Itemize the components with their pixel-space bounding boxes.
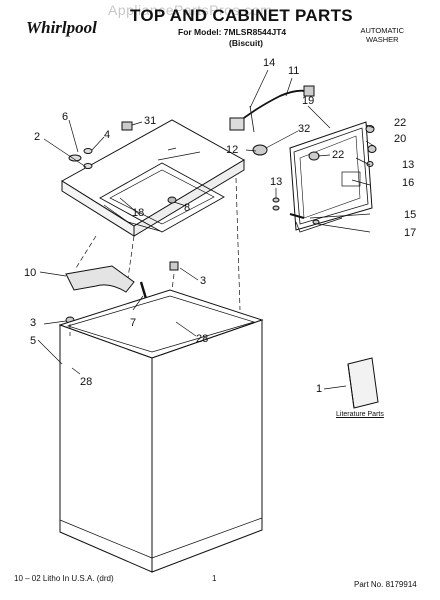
callout-32: 32: [298, 123, 311, 135]
callout-22-upper: 22: [394, 117, 407, 129]
callout-6: 6: [62, 111, 69, 123]
part-number: Part No. 8179914: [354, 580, 417, 589]
callout-20: 20: [394, 133, 407, 145]
callout-28-right: 28: [196, 333, 209, 345]
leader-lines: [37, 69, 375, 390]
variant-label: (Biscuit): [229, 38, 263, 48]
callout-5: 5: [30, 335, 37, 347]
callout-12: 12: [226, 144, 239, 156]
assembly-guides: [69, 177, 241, 336]
top-panel: [61, 119, 245, 237]
callout-14: 14: [263, 57, 276, 69]
cabinet: [58, 289, 264, 573]
callout-17: 17: [404, 227, 417, 239]
callout-3-upper: 3: [200, 275, 207, 287]
front-panel-bracket: [65, 265, 135, 293]
lid-assembly: [289, 121, 373, 233]
callout-10: 10: [24, 267, 37, 279]
callout-1: 1: [316, 383, 323, 395]
callout-2: 2: [34, 131, 41, 143]
callout-28-left: 28: [80, 376, 93, 388]
callout-16: 16: [402, 177, 415, 189]
callout-7: 7: [130, 317, 137, 329]
callout-13-left: 13: [270, 176, 283, 188]
callout-18: 18: [132, 207, 145, 219]
brand-logo: Whirlpool: [26, 18, 97, 37]
callout-11: 11: [288, 65, 300, 77]
product-type: AUTOMATIC WASHER: [361, 26, 404, 44]
product-type-line1: AUTOMATIC: [360, 26, 404, 35]
callout-13-right: 13: [402, 159, 415, 171]
callout-3-lower: 3: [30, 317, 37, 329]
callout-22-lower: 22: [332, 149, 345, 161]
watermark: AppliancePartsPros.com: [108, 2, 273, 18]
callout-31: 31: [144, 115, 157, 127]
callout-8: 8: [184, 202, 191, 214]
model-line: For Model: 7MLSR8544JT4: [178, 27, 287, 37]
lid-switch-harness: [229, 85, 315, 133]
callout-4: 4: [104, 129, 111, 141]
page-title: TOP AND CABINET PARTS: [130, 6, 353, 25]
callout-15: 15: [404, 209, 417, 221]
page-number: 1: [212, 574, 217, 583]
literature-parts-label: Literature Parts: [336, 411, 384, 418]
literature-booklet: [347, 357, 379, 409]
callout-19: 19: [302, 95, 315, 107]
litho-note: 10 – 02 Litho In U.S.A. (drd): [14, 574, 114, 583]
product-type-line2: WASHER: [365, 35, 399, 44]
